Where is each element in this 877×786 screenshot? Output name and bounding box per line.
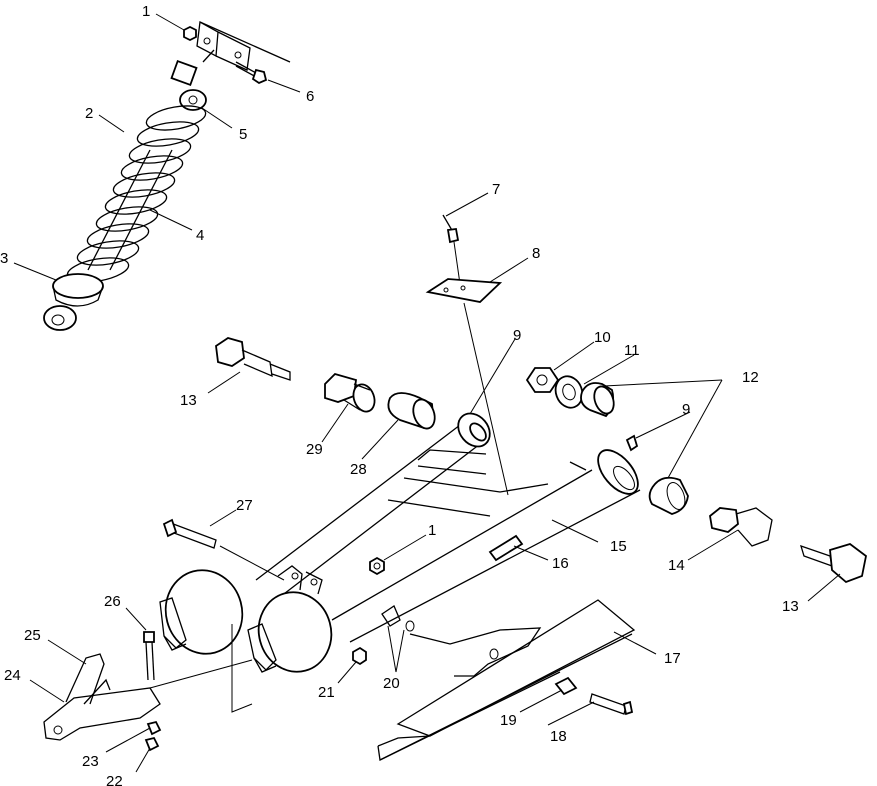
callout-21: 21 [318, 684, 335, 701]
pivot-bolt-part-13-right [800, 543, 867, 584]
washer-part-11 [554, 375, 584, 409]
pivot-bolt-part-13-left [215, 337, 291, 381]
callout-28: 28 [350, 461, 367, 478]
callout-1-top: 1 [142, 3, 150, 20]
callout-17: 17 [664, 650, 681, 667]
axle-clamp-right [247, 591, 333, 673]
callout-7: 7 [492, 181, 500, 198]
callout-19: 19 [500, 712, 517, 729]
callout-29: 29 [306, 441, 323, 458]
bracket-part-25 [65, 653, 111, 705]
callout-4: 4 [196, 227, 204, 244]
bracket-part-20 [381, 605, 415, 632]
upper-shock-mount-bracket [196, 20, 291, 71]
callout-1-lower: 1 [428, 522, 436, 539]
clamp-strap [231, 624, 253, 713]
callout-14: 14 [668, 557, 685, 574]
callout-23: 23 [82, 753, 99, 770]
bushing-part-29 [324, 372, 376, 413]
callout-16: 16 [552, 555, 569, 572]
callout-10: 10 [594, 329, 611, 346]
callout-labels: 1 2 3 4 5 6 7 8 9 9 10 11 12 13 13 14 15… [0, 3, 799, 786]
nut-part-21 [352, 646, 367, 666]
callout-3: 3 [0, 250, 8, 267]
grease-fitting-part-9-right [625, 434, 639, 452]
callout-18: 18 [550, 728, 567, 745]
pivot-bolt-part-14 [709, 507, 773, 547]
bolt-part-26 [143, 631, 155, 681]
callout-9-left: 9 [513, 327, 521, 344]
bolt-part-27 [162, 518, 285, 581]
nut-part-22 [144, 736, 160, 752]
callout-13-right: 13 [782, 598, 799, 615]
callout-11: 11 [624, 342, 640, 359]
plate-part-8 [425, 278, 509, 496]
bolt-part-18 [589, 693, 634, 716]
callout-24: 24 [4, 667, 21, 684]
callout-13-left: 13 [180, 392, 197, 409]
leader-lines [13, 13, 841, 773]
nut-part-10 [525, 367, 560, 393]
slide-rail-part-17 [377, 599, 636, 761]
callout-22: 22 [106, 773, 123, 786]
bushing-part-12-lower [648, 476, 689, 515]
callout-20: 20 [383, 675, 400, 692]
nut-part-1-lower [369, 556, 385, 576]
axle-clamp-left [159, 569, 244, 655]
grease-fitting-part-7 [442, 214, 461, 285]
bracket-arm-part-17 [409, 627, 542, 677]
callout-27: 27 [236, 497, 253, 514]
bushing-part-28 [387, 392, 436, 430]
coil-spring-part-4 [66, 105, 207, 283]
shock-absorber-part-2 [43, 59, 207, 331]
callout-26: 26 [104, 593, 121, 610]
callout-25: 25 [24, 627, 41, 644]
callout-15: 15 [610, 538, 627, 555]
callout-9-right: 9 [682, 401, 690, 418]
swing-arm-part-15 [255, 412, 641, 643]
bushing-part-12-upper [580, 382, 615, 418]
shock-lower-eye-part-3 [43, 305, 77, 331]
callout-2: 2 [85, 105, 93, 122]
nut-part-1-top [183, 25, 197, 42]
nut-part-23 [146, 720, 162, 736]
bracket-part-24 [43, 659, 253, 741]
bolt-part-6 [235, 61, 268, 85]
callout-8: 8 [532, 245, 540, 262]
callout-6: 6 [306, 88, 314, 105]
callout-5: 5 [239, 126, 247, 143]
callout-12: 12 [742, 369, 759, 386]
